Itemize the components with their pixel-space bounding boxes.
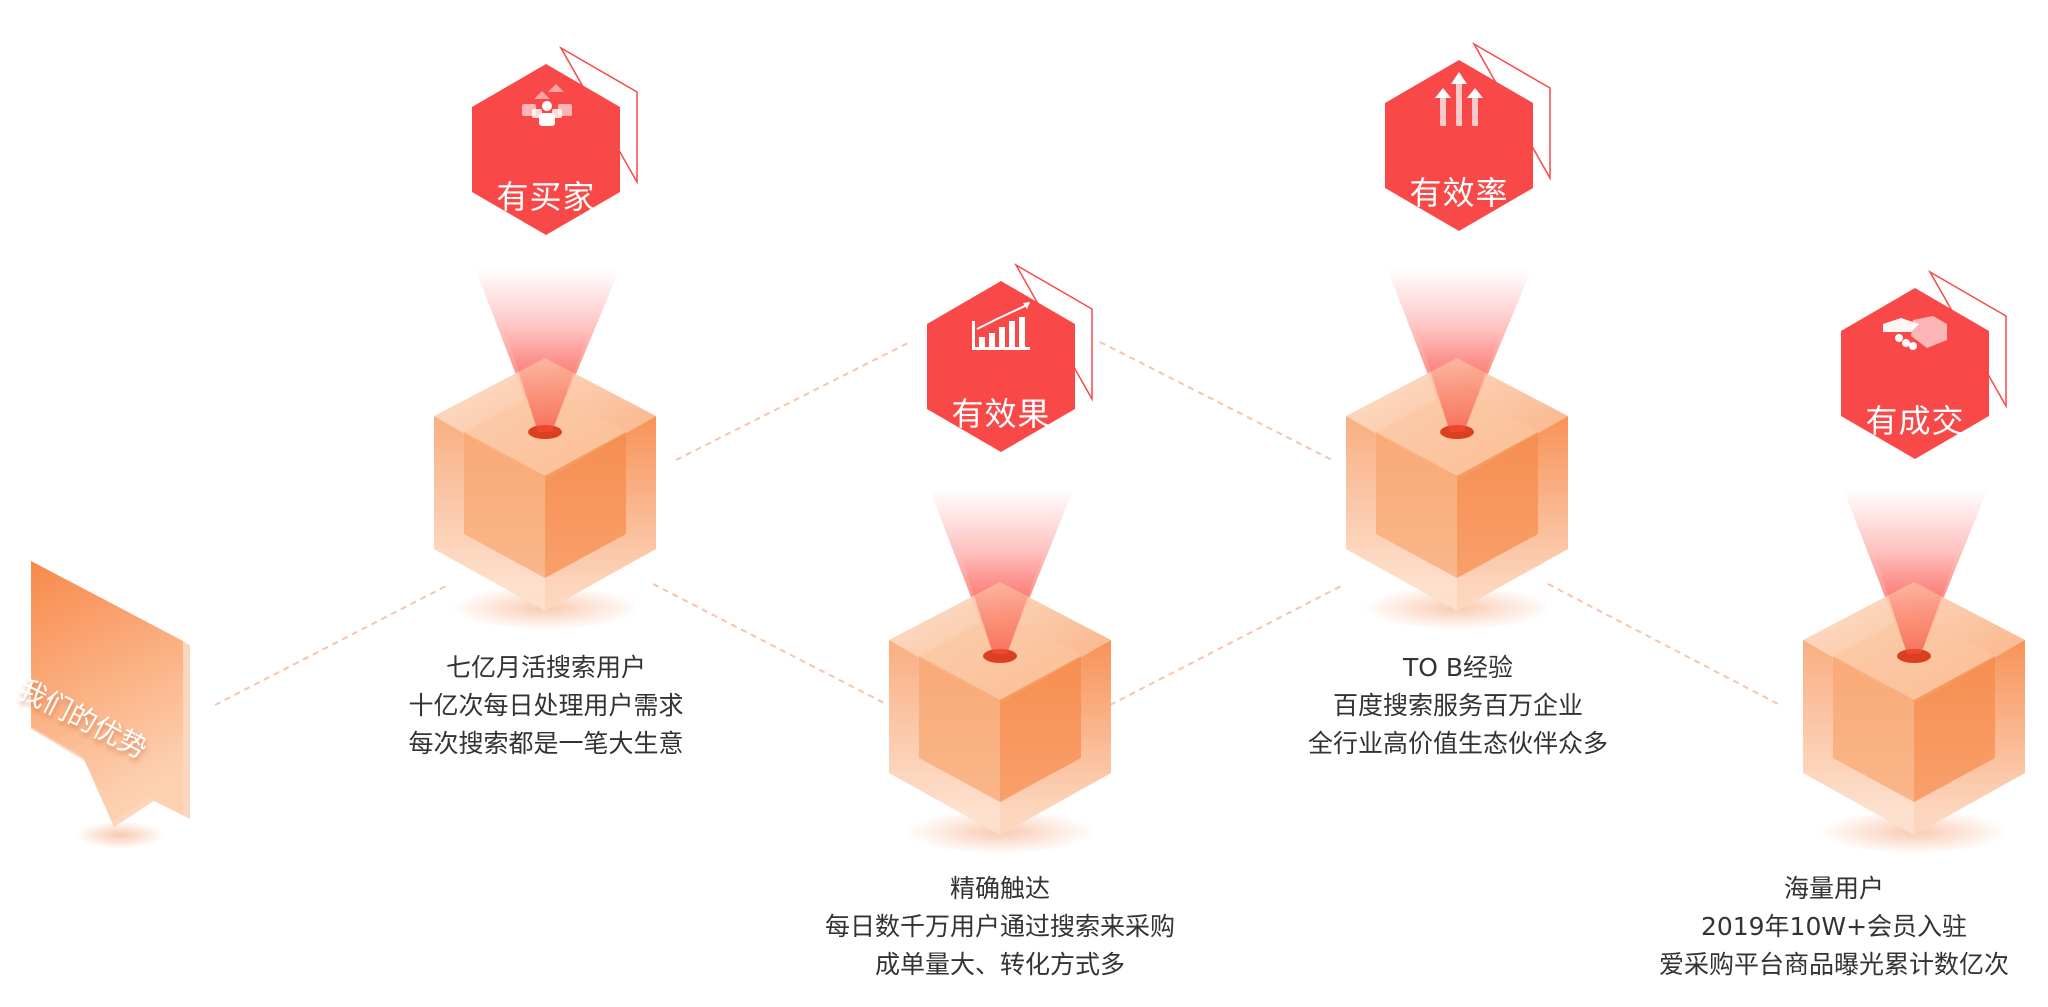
description-line: 成单量大、转化方式多	[874, 950, 1125, 979]
connector-lines	[214, 341, 1781, 706]
badge-results: 有效果	[926, 264, 1107, 471]
badge-buyers: 有买家	[471, 47, 652, 254]
description-line: 十亿次每日处理用户需求	[408, 691, 684, 720]
advantage-bubble	[31, 561, 190, 849]
description-line: 每日数千万用户通过搜索来采购	[824, 912, 1175, 941]
description-line: 精确触达	[949, 874, 1050, 903]
badge-label: 有买家	[496, 178, 596, 216]
description-line: 海量用户	[1783, 874, 1884, 903]
description-buyers: 七亿月活搜索用户 十亿次每日处理用户需求 每次搜索都是一笔大生意	[286, 649, 806, 763]
users-up-icon	[522, 84, 572, 126]
description-line: 2019年10W+会员入驻	[1700, 912, 1968, 941]
handshake-icon	[1883, 316, 1947, 350]
description-line: 全行业高价值生态伙伴众多	[1307, 729, 1608, 758]
description-efficiency: TO B经验 百度搜索服务百万企业 全行业高价值生态伙伴众多	[1198, 649, 1718, 763]
badge-label: 有成交	[1865, 402, 1965, 440]
description-line: 每次搜索都是一笔大生意	[408, 729, 684, 758]
badge-label: 有效率	[1409, 174, 1509, 212]
description-line: 七亿月活搜索用户	[445, 653, 646, 682]
arrows-up-icon	[1435, 72, 1483, 126]
badge-label: 有效果	[951, 395, 1051, 433]
badge-efficiency: 有效率	[1384, 43, 1565, 250]
description-line: 百度搜索服务百万企业	[1332, 691, 1583, 720]
description-results: 精确触达 每日数千万用户通过搜索来采购 成单量大、转化方式多	[740, 870, 1260, 984]
description-line: TO B经验	[1402, 653, 1514, 682]
bar-chart-rising-icon	[972, 302, 1030, 350]
description-line: 爱采购平台商品曝光累计数亿次	[1658, 950, 2009, 979]
description-deals: 海量用户 2019年10W+会员入驻 爱采购平台商品曝光累计数亿次	[1574, 870, 2048, 984]
badge-deals: 有成交	[1840, 271, 2021, 478]
